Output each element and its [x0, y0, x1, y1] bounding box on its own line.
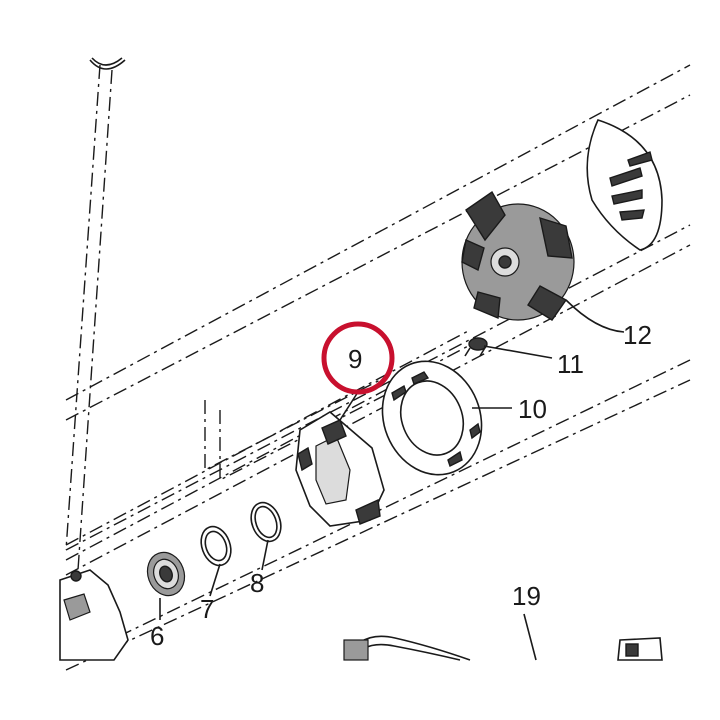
- label-part-6: 6: [150, 621, 164, 651]
- label-part-9: 9: [348, 344, 362, 374]
- fan-cover-plate: [586, 119, 663, 251]
- part-11-screw: [464, 337, 488, 357]
- part-9-clutch-hub: [295, 411, 385, 527]
- label-part-10: 10: [518, 394, 547, 424]
- label-part-7: 7: [200, 594, 214, 624]
- motor-housing-fragment: [59, 569, 129, 661]
- leader-lines: [159, 299, 625, 661]
- label-part-11: 11: [557, 349, 584, 379]
- top-ring-fragment: [89, 57, 126, 70]
- part-19-cable: [343, 635, 663, 661]
- part-7-washer: [200, 525, 232, 567]
- part-8-snap-ring: [250, 501, 282, 543]
- part-6-bearing: [146, 551, 186, 597]
- label-part-19: 19: [512, 581, 541, 611]
- part-10-gasket: [381, 360, 483, 476]
- label-part-12: 12: [623, 320, 652, 350]
- part-12-impeller: [461, 190, 575, 321]
- highlight-circle: [321, 321, 395, 395]
- label-part-8: 8: [250, 568, 264, 598]
